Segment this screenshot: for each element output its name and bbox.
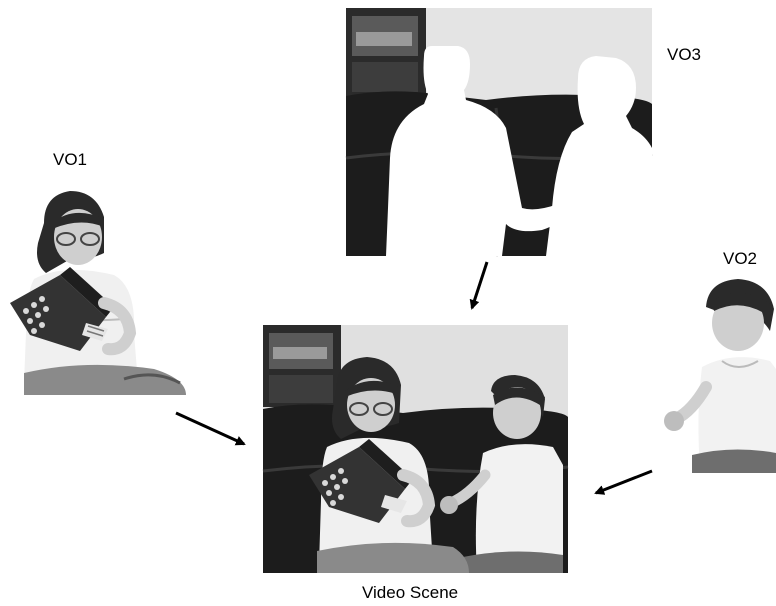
- arrow-vo3-to-scene: [469, 261, 489, 310]
- arrow-vo1-to-scene: [175, 411, 246, 446]
- vo1-girl-image: [10, 191, 186, 395]
- vo2-label: VO2: [723, 249, 758, 268]
- video-scene-label: Video Scene: [362, 583, 459, 602]
- video-scene-image: [262, 325, 569, 573]
- vo2-boy-image: [664, 279, 776, 473]
- vo3-label: VO3: [667, 45, 702, 64]
- vo3-background-image: [345, 8, 653, 257]
- arrow-vo2-to-scene: [594, 469, 653, 495]
- vo1-label: VO1: [53, 150, 88, 169]
